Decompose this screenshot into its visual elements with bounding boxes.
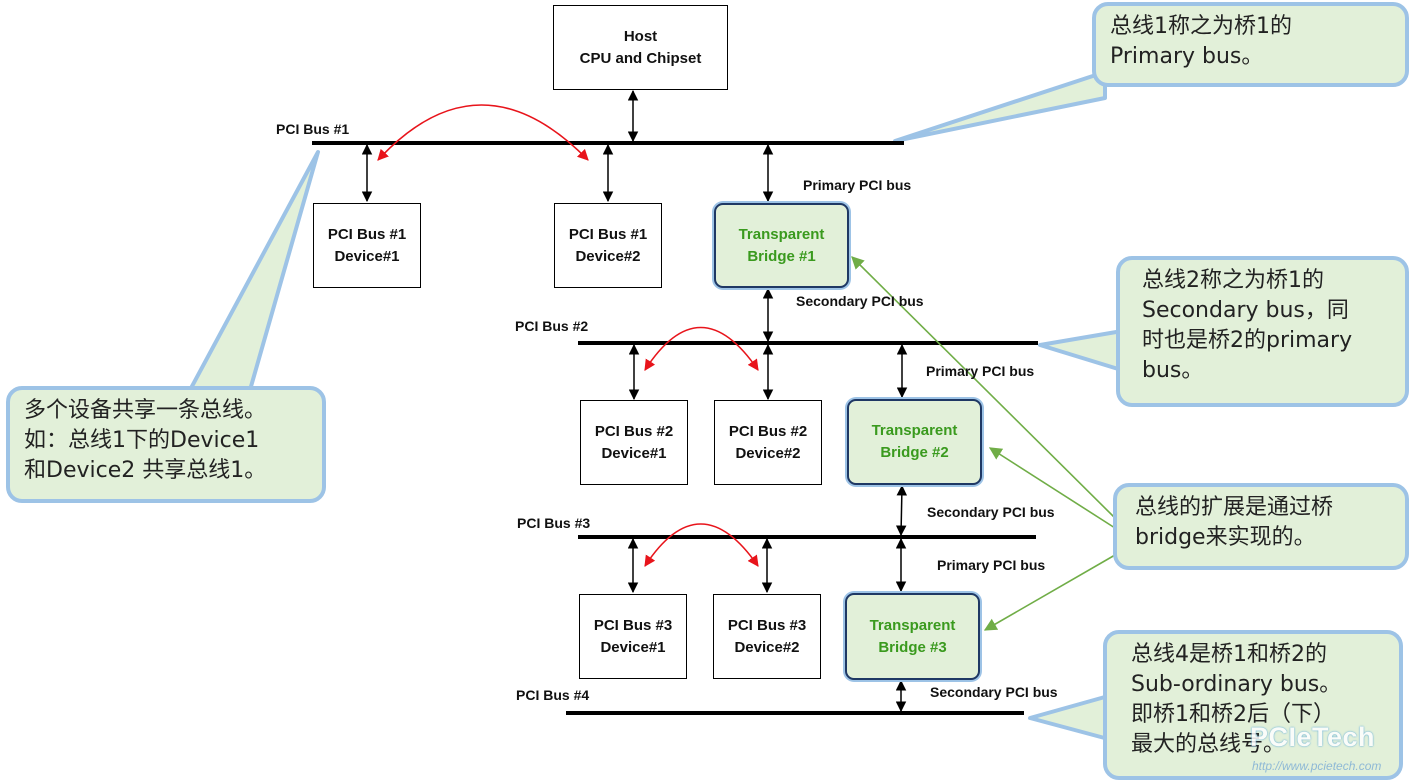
device-bus-label: PCI Bus #2 bbox=[728, 422, 808, 440]
bridge1-secondary-label: Secondary PCI bus bbox=[796, 293, 924, 309]
callout-bridge-expansion: 总线的扩展是通过桥 bridge来实现的。 bbox=[1113, 483, 1409, 570]
bridge3-secondary-label: Secondary PCI bus bbox=[930, 684, 1058, 700]
callout-subordinate: 总线4是桥1和桥2的 Sub-ordinary bus。 即桥1和桥2后（下） … bbox=[1103, 630, 1403, 780]
device-bus-label: PCI Bus #3 bbox=[593, 616, 673, 634]
pointer-to-bridge-2 bbox=[988, 447, 1116, 529]
bus1-label: PCI Bus #1 bbox=[276, 121, 350, 137]
br2-secondary-arrow bbox=[895, 484, 908, 537]
host-box: Host CPU and Chipset bbox=[553, 5, 728, 90]
bridge1-primary-label: Primary PCI bus bbox=[803, 177, 912, 193]
device-name: Device#1 bbox=[601, 444, 667, 462]
device-name: Device#2 bbox=[575, 247, 641, 265]
device-bus-label: PCI Bus #1 bbox=[327, 225, 407, 243]
watermark-brand: PCIeTech bbox=[1250, 722, 1376, 752]
device-bus-label: PCI Bus #2 bbox=[594, 422, 674, 440]
pointer-to-bridge-3 bbox=[983, 554, 1116, 631]
bus4-label: PCI Bus #4 bbox=[516, 687, 590, 703]
host-title: Host bbox=[623, 27, 658, 45]
callout-primary-bus: 总线1称之为桥1的 Primary bus。 bbox=[1092, 2, 1409, 87]
bus1-peer-arc bbox=[377, 104, 589, 161]
callout-tail-shared-bus bbox=[188, 150, 320, 392]
bus2-device1-box: PCI Bus #2 Device#1 bbox=[580, 400, 688, 485]
bridge3-primary-label: Primary PCI bus bbox=[937, 557, 1046, 573]
bridge2-primary-label: Primary PCI bus bbox=[926, 363, 1035, 379]
bridge-type: Transparent bbox=[871, 422, 958, 439]
device-name: Device#1 bbox=[600, 638, 666, 656]
bridge-type: Transparent bbox=[869, 616, 956, 634]
device-bus-label: PCI Bus #1 bbox=[568, 225, 648, 243]
callout-shared-bus: 多个设备共享一条总线。 如：总线1下的Device1 和Device2 共享总线… bbox=[6, 386, 326, 503]
bus3-label: PCI Bus #3 bbox=[517, 515, 591, 531]
pointer-to-bridge-1 bbox=[851, 256, 1116, 519]
device-name: Device#2 bbox=[735, 444, 801, 462]
bridge2-secondary-label: Secondary PCI bus bbox=[927, 504, 1055, 520]
bridge-name: Bridge #3 bbox=[878, 638, 947, 656]
callout-secondary-bus: 总线2称之为桥1的 Secondary bus，同 时也是桥2的primary … bbox=[1116, 256, 1409, 407]
device-bus-label: PCI Bus #3 bbox=[727, 616, 807, 634]
device-name: Device#2 bbox=[734, 638, 800, 656]
bus3-device1-box: PCI Bus #3 Device#1 bbox=[579, 594, 687, 679]
watermark-url: http://www.pcietech.com bbox=[1252, 759, 1382, 773]
bus2-label: PCI Bus #2 bbox=[515, 318, 589, 334]
bridge-name: Bridge #1 bbox=[747, 247, 816, 265]
bus2-peer-arc bbox=[644, 326, 759, 371]
bus3-peer-arc bbox=[644, 523, 759, 567]
bus2-device2-box: PCI Bus #2 Device#2 bbox=[714, 400, 822, 485]
device-name: Device#1 bbox=[334, 247, 400, 265]
callout-tail-primary-bus bbox=[893, 70, 1107, 143]
bus1-device2-box: PCI Bus #1 Device#2 bbox=[554, 203, 662, 288]
callout-tail-secondary-bus bbox=[1038, 328, 1130, 374]
host-subtitle: CPU and Chipset bbox=[579, 49, 702, 67]
bus1-device1-box: PCI Bus #1 Device#1 bbox=[313, 203, 421, 288]
bridge-name: Bridge #2 bbox=[880, 444, 949, 461]
bridge-type: Transparent bbox=[738, 225, 825, 243]
callout-tail-subordinate bbox=[1028, 693, 1114, 742]
bus3-device2-box: PCI Bus #3 Device#2 bbox=[713, 594, 821, 679]
